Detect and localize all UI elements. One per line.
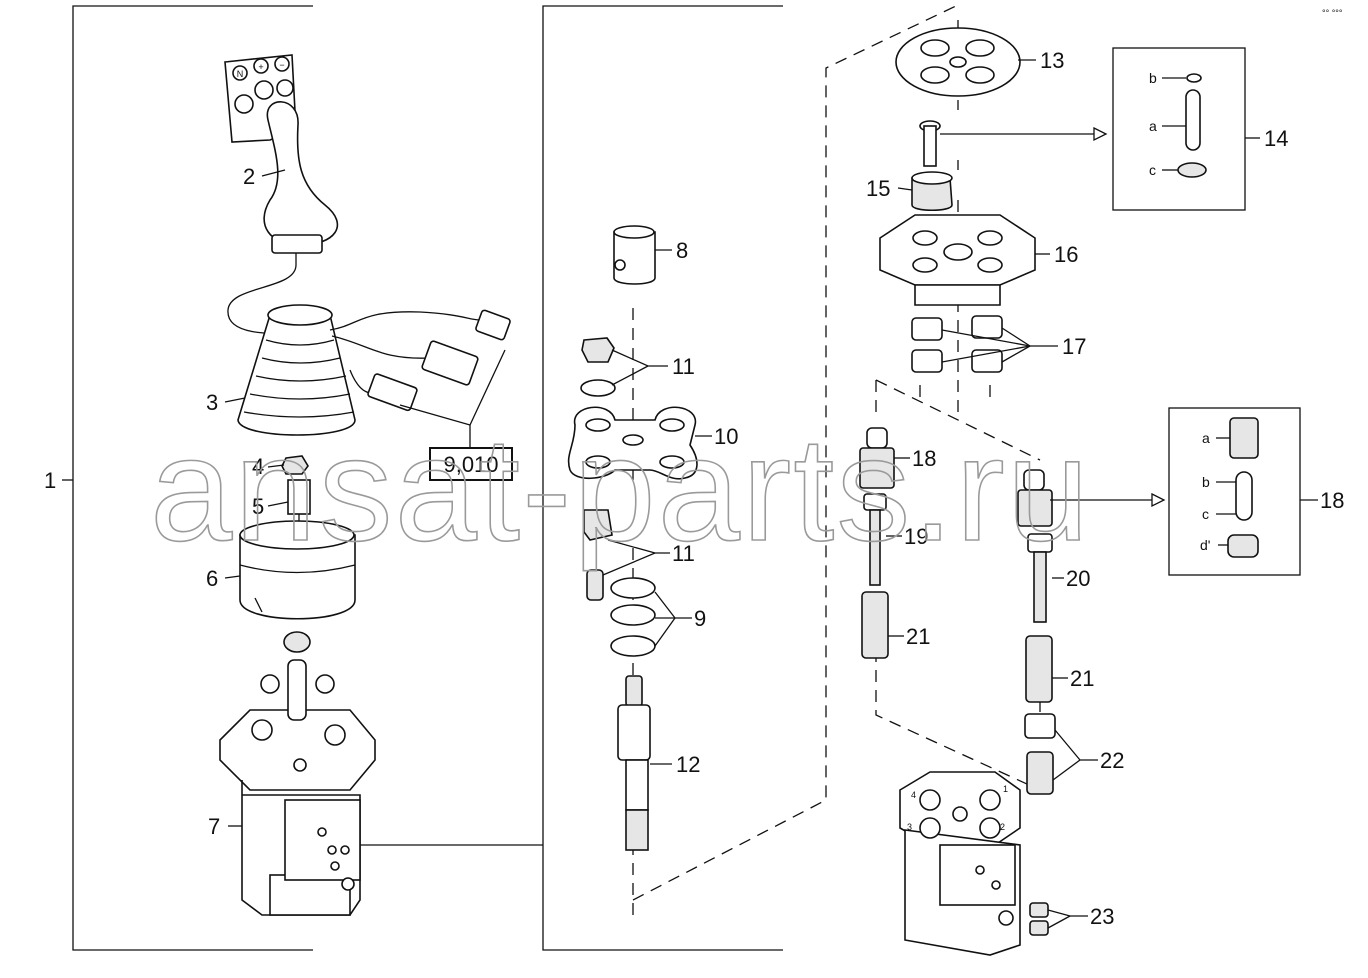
- inset-14-a: a: [1149, 118, 1157, 134]
- nut-part-4: [281, 455, 309, 475]
- valve-body-part-7: [219, 659, 376, 916]
- screws-part-23: [1029, 902, 1049, 936]
- inset-box-14: [1112, 47, 1260, 211]
- bushings-part-17: [911, 315, 1003, 373]
- callout-17: 17: [1062, 334, 1086, 359]
- callout-15: 15: [866, 176, 890, 201]
- callout-6: 6: [206, 566, 218, 591]
- nut-part-8: [613, 225, 656, 285]
- stem-part-20: [1027, 533, 1053, 623]
- parts-22: [1024, 713, 1056, 795]
- callout-8: 8: [676, 238, 688, 263]
- callout-22: 22: [1100, 748, 1124, 773]
- frame-lines: [62, 5, 783, 951]
- callout-21-right: 21: [1070, 666, 1094, 691]
- callout-12: 12: [676, 752, 700, 777]
- callout-21-left: 21: [906, 624, 930, 649]
- callout-7: 7: [208, 814, 220, 839]
- callout-13: 13: [1040, 48, 1064, 73]
- plunger-part-18: [859, 427, 1053, 527]
- spring-part-21-left: [861, 591, 889, 659]
- assembly-dashed-lines: [632, 4, 1041, 915]
- boot-part: [237, 304, 511, 447]
- washers-part-9: [610, 577, 656, 657]
- port-3: 3: [907, 822, 912, 832]
- callout-16: 16: [1054, 242, 1078, 267]
- callout-4: 4: [252, 454, 264, 479]
- gear-part-15: [911, 171, 953, 212]
- inset-18-c: c: [1202, 506, 1209, 522]
- callout-20: 20: [1066, 566, 1090, 591]
- callout-5: 5: [252, 494, 264, 519]
- pin-part-14: [919, 120, 941, 167]
- nut-part-11-lower: [583, 509, 613, 601]
- stem-part-19: [863, 493, 887, 586]
- inset-arrows: [940, 126, 1166, 508]
- housing-part: [899, 771, 1021, 956]
- port-2: 2: [1000, 822, 1005, 832]
- button-n-label: N: [237, 69, 244, 79]
- reference-number: 9,010: [443, 452, 498, 477]
- callout-2: 2: [243, 164, 255, 189]
- callout-19: 19: [904, 524, 928, 549]
- inset-18-d: d': [1200, 537, 1210, 553]
- callout-23: 23: [1090, 904, 1114, 929]
- shaft-part-12: [617, 675, 651, 851]
- nut-part-11-upper: [580, 337, 616, 397]
- port-4: 4: [911, 790, 916, 800]
- callout-3: 3: [206, 390, 218, 415]
- plate-part-13: [895, 27, 1021, 97]
- callout-1: 1: [44, 468, 56, 493]
- watermark: ansat-parts.ru: [150, 407, 1091, 572]
- callout-18-right: 18: [1320, 488, 1344, 513]
- callout-11-upper: 11: [672, 354, 695, 379]
- plate-part-16: [879, 214, 1036, 306]
- inset-14-b: b: [1149, 70, 1157, 86]
- port-1: 1: [1003, 784, 1008, 794]
- button-minus-label: −: [279, 60, 284, 70]
- callout-18-left: 18: [912, 446, 936, 471]
- callout-9: 9: [694, 606, 706, 631]
- plate-part-10: [567, 406, 698, 480]
- inset-18-b: b: [1202, 474, 1210, 490]
- joystick-handle-part: [224, 54, 339, 334]
- leader-lines: [224, 59, 1098, 929]
- callout-14: 14: [1264, 126, 1288, 151]
- button-plus-label: +: [258, 62, 263, 72]
- callout-numbers: 1 2 3 4 5 6 7 8 9 10 11 11 12 13 14 15 1…: [44, 48, 1344, 929]
- corner-mark: °° °°°: [1322, 8, 1343, 18]
- reference-box: 9,010: [429, 447, 513, 481]
- spring-part-21-right: [1025, 635, 1053, 703]
- locknut-part: [283, 631, 311, 653]
- callout-11-lower: 11: [672, 541, 695, 566]
- callout-10: 10: [714, 424, 738, 449]
- inset-box-18: [1168, 407, 1318, 576]
- inset-14-c: c: [1149, 162, 1156, 178]
- inset-18-a: a: [1202, 430, 1210, 446]
- ring-part-6: [239, 520, 356, 620]
